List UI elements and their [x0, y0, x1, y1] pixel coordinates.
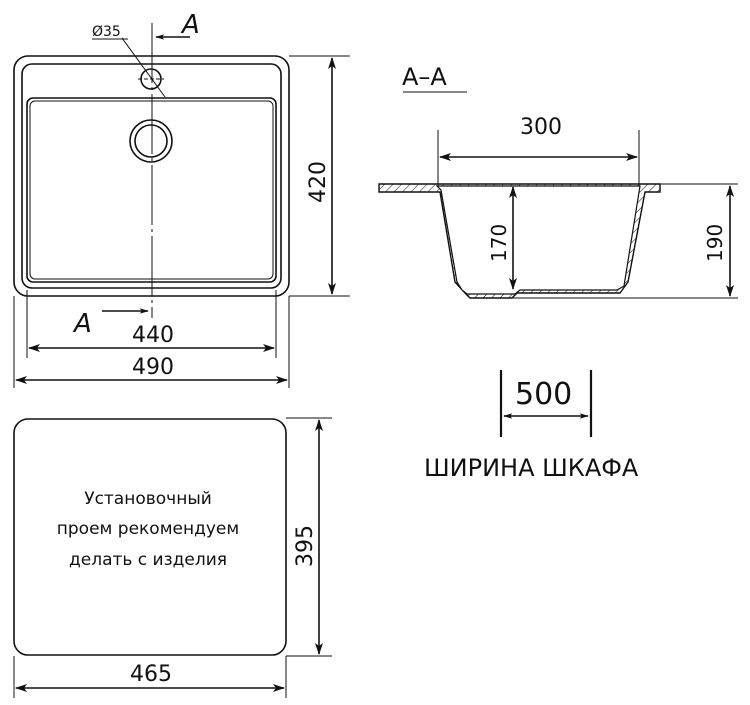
top-view: Ø35 A A 420 440 490	[13, 10, 350, 388]
dim-inner-width-440: 440	[132, 323, 174, 348]
section-view: А–А 300 170 190	[378, 63, 738, 299]
dim-total-depth-190: 190	[703, 224, 727, 262]
dim-cutout-height-395: 395	[293, 525, 318, 567]
drain-outer	[129, 119, 173, 163]
dim-outer-width-490: 490	[132, 355, 174, 380]
hole-leader	[121, 37, 166, 98]
dim-height-420: 420	[306, 161, 331, 203]
cutout-outline	[13, 418, 287, 656]
cabinet-width-value: 500	[515, 377, 572, 412]
hole-diameter-label: Ø35	[92, 24, 121, 40]
dim-cutout-width-465: 465	[130, 662, 172, 687]
cutout-note-line-3: делать с изделия	[69, 550, 227, 570]
dim-inner-depth-170: 170	[487, 224, 511, 262]
drain-inner	[134, 124, 168, 158]
cutout-note-line-2: проем рекомендуем	[57, 519, 239, 539]
cabinet-width-label: ШИРИНА ШКАФА	[424, 454, 639, 482]
section-mark-bottom: A	[72, 309, 92, 339]
dim-top-width-300: 300	[520, 115, 562, 140]
section-title: А–А	[402, 63, 447, 91]
cutout-note-line-1: Установочный	[84, 489, 212, 509]
cabinet-width: 500 ШИРИНА ШКАФА	[424, 370, 639, 482]
cutout-view: Установочный проем рекомендуем делать с …	[13, 417, 332, 698]
section-mark-top: A	[180, 10, 200, 40]
